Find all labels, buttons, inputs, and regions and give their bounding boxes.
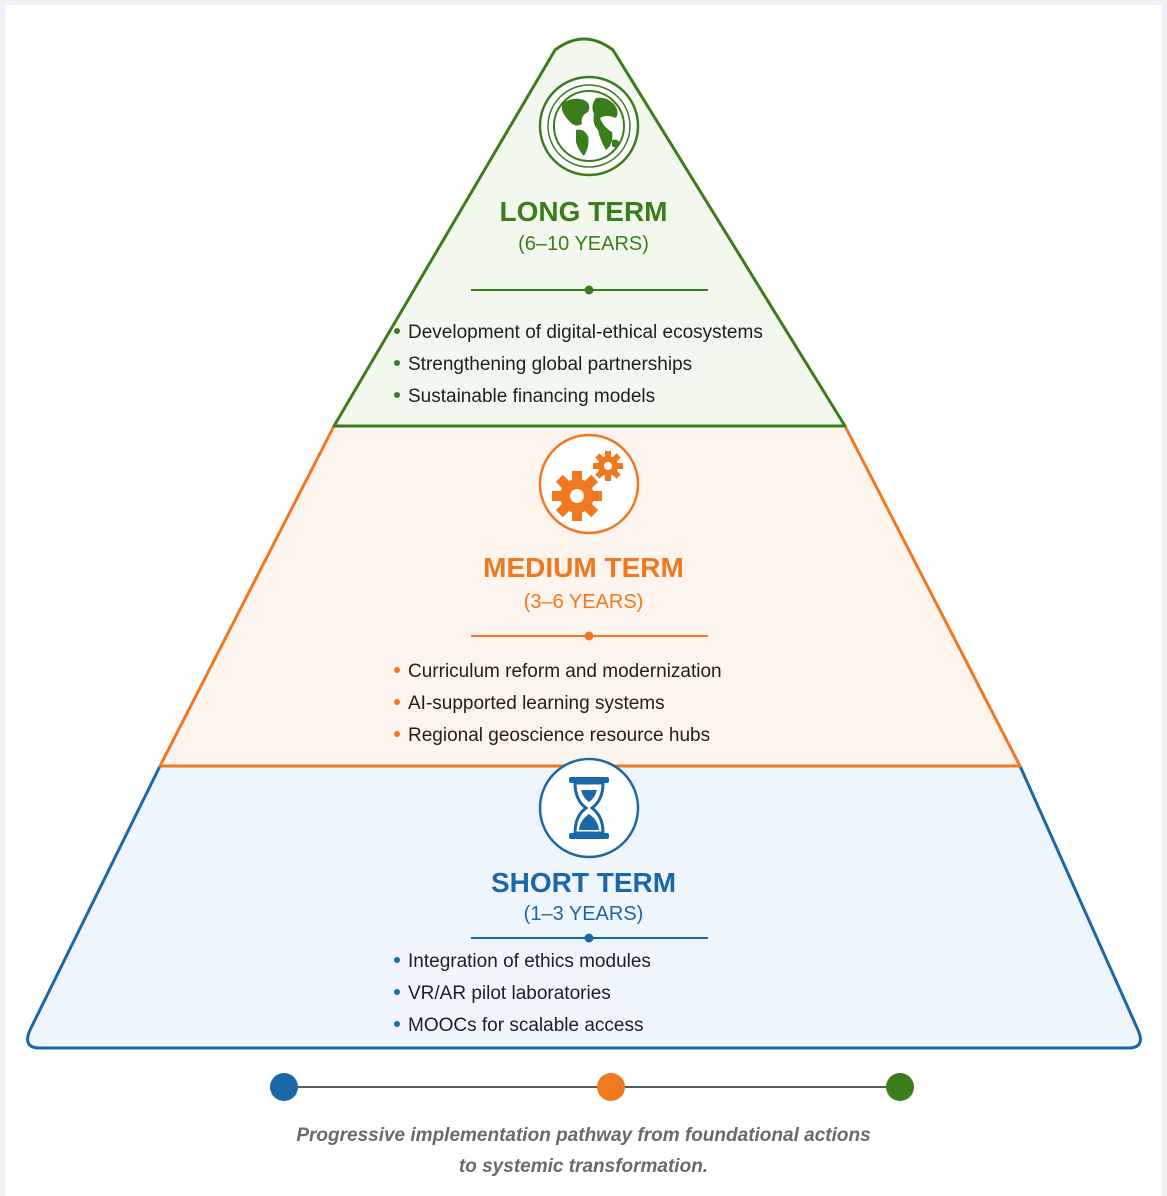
long-term-list: Development of digital-ethical ecosystem… [394, 317, 763, 413]
short-term-divider [471, 933, 708, 943]
globe-icon [538, 75, 640, 177]
medium-term-divider [471, 631, 708, 641]
list-item: AI-supported learning systems [394, 688, 722, 720]
long-term-years: (6–10 YEARS) [518, 233, 649, 255]
hourglass-icon [538, 757, 640, 859]
timeline-node-short [270, 1073, 298, 1101]
list-item: Curriculum reform and modernization [394, 656, 722, 688]
timeline [270, 1073, 914, 1101]
timeline-node-medium [597, 1073, 625, 1101]
list-item: Strengthening global partnerships [394, 349, 763, 381]
list-item: Development of digital-ethical ecosystem… [394, 317, 763, 349]
list-item: Sustainable financing models [394, 381, 763, 413]
list-item: Integration of ethics modules [394, 946, 651, 978]
long-term-divider [471, 285, 708, 295]
short-term-years: (1–3 YEARS) [523, 903, 644, 925]
medium-term-list: Curriculum reform and modernization AI-s… [394, 656, 722, 752]
long-term-tier [332, 37, 847, 428]
timeline-node-long [886, 1073, 914, 1101]
medium-term-title: MEDIUM TERM [483, 552, 684, 583]
caption-line-1: Progressive implementation pathway from … [296, 1125, 871, 1146]
gears-icon [538, 433, 640, 535]
caption-line-2: to systemic transformation. [458, 1156, 709, 1177]
list-item: MOOCs for scalable access [394, 1010, 651, 1042]
list-item: VR/AR pilot laboratories [394, 978, 651, 1010]
short-term-tier [26, 764, 1142, 1050]
list-item: Regional geoscience resource hubs [394, 720, 722, 752]
short-term-list: Integration of ethics modules VR/AR pilo… [394, 946, 651, 1042]
short-term-title: SHORT TERM [490, 867, 677, 898]
medium-term-years: (3–6 YEARS) [523, 591, 644, 613]
long-term-title: LONG TERM [499, 196, 668, 227]
